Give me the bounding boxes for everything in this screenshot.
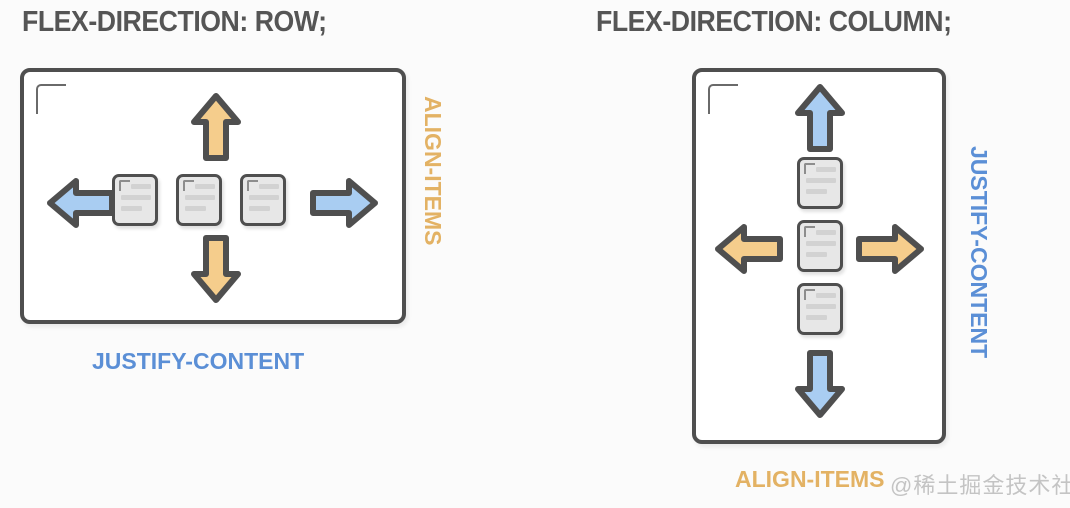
cross-axis-label-align-items: ALIGN-ITEMS bbox=[420, 96, 446, 246]
document-corner-icon bbox=[804, 163, 815, 174]
panel-column-title: FLEX-DIRECTION: COLUMN; bbox=[596, 6, 952, 38]
main-axis-label-justify-content: JUSTIFY-CONTENT bbox=[966, 146, 992, 359]
document-line bbox=[185, 206, 206, 211]
document-line bbox=[185, 195, 215, 200]
document-line bbox=[816, 293, 836, 298]
document-line bbox=[806, 189, 827, 194]
flex-item-document bbox=[112, 174, 158, 226]
document-corner-icon bbox=[119, 180, 130, 191]
document-line bbox=[249, 206, 270, 211]
watermark-text: @稀土掘金技术社区 bbox=[890, 473, 1070, 498]
document-line bbox=[131, 184, 151, 189]
document-line bbox=[806, 252, 827, 257]
arrow-down-icon bbox=[190, 234, 242, 304]
document-corner-icon bbox=[804, 226, 815, 237]
flex-item-document bbox=[797, 283, 843, 335]
container-corner-marker bbox=[36, 84, 66, 114]
document-line bbox=[816, 230, 836, 235]
arrow-right-icon bbox=[855, 223, 925, 275]
arrow-left-icon bbox=[46, 177, 116, 229]
document-line bbox=[806, 178, 836, 183]
document-line bbox=[259, 184, 279, 189]
arrow-up-icon bbox=[794, 83, 846, 153]
container-corner-marker bbox=[708, 84, 738, 114]
panel-row-title: FLEX-DIRECTION: ROW; bbox=[22, 6, 327, 38]
flex-container-row bbox=[20, 68, 406, 324]
flex-item-document bbox=[240, 174, 286, 226]
flex-container-column bbox=[692, 68, 946, 444]
document-line bbox=[816, 167, 836, 172]
cross-axis-label-align-items: ALIGN-ITEMS bbox=[735, 466, 885, 492]
document-line bbox=[806, 241, 836, 246]
document-line bbox=[121, 195, 151, 200]
arrow-down-icon bbox=[794, 349, 846, 419]
flex-item-document bbox=[797, 157, 843, 209]
document-corner-icon bbox=[247, 180, 258, 191]
document-line bbox=[806, 304, 836, 309]
document-line bbox=[195, 184, 215, 189]
document-line bbox=[806, 315, 827, 320]
main-axis-label-justify-content: JUSTIFY-CONTENT bbox=[92, 348, 305, 374]
arrow-left-icon bbox=[714, 223, 784, 275]
document-line bbox=[249, 195, 279, 200]
document-corner-icon bbox=[183, 180, 194, 191]
document-corner-icon bbox=[804, 289, 815, 300]
flex-item-document bbox=[797, 220, 843, 272]
arrow-up-icon bbox=[190, 92, 242, 162]
document-line bbox=[121, 206, 142, 211]
flex-item-document bbox=[176, 174, 222, 226]
arrow-right-icon bbox=[309, 177, 379, 229]
